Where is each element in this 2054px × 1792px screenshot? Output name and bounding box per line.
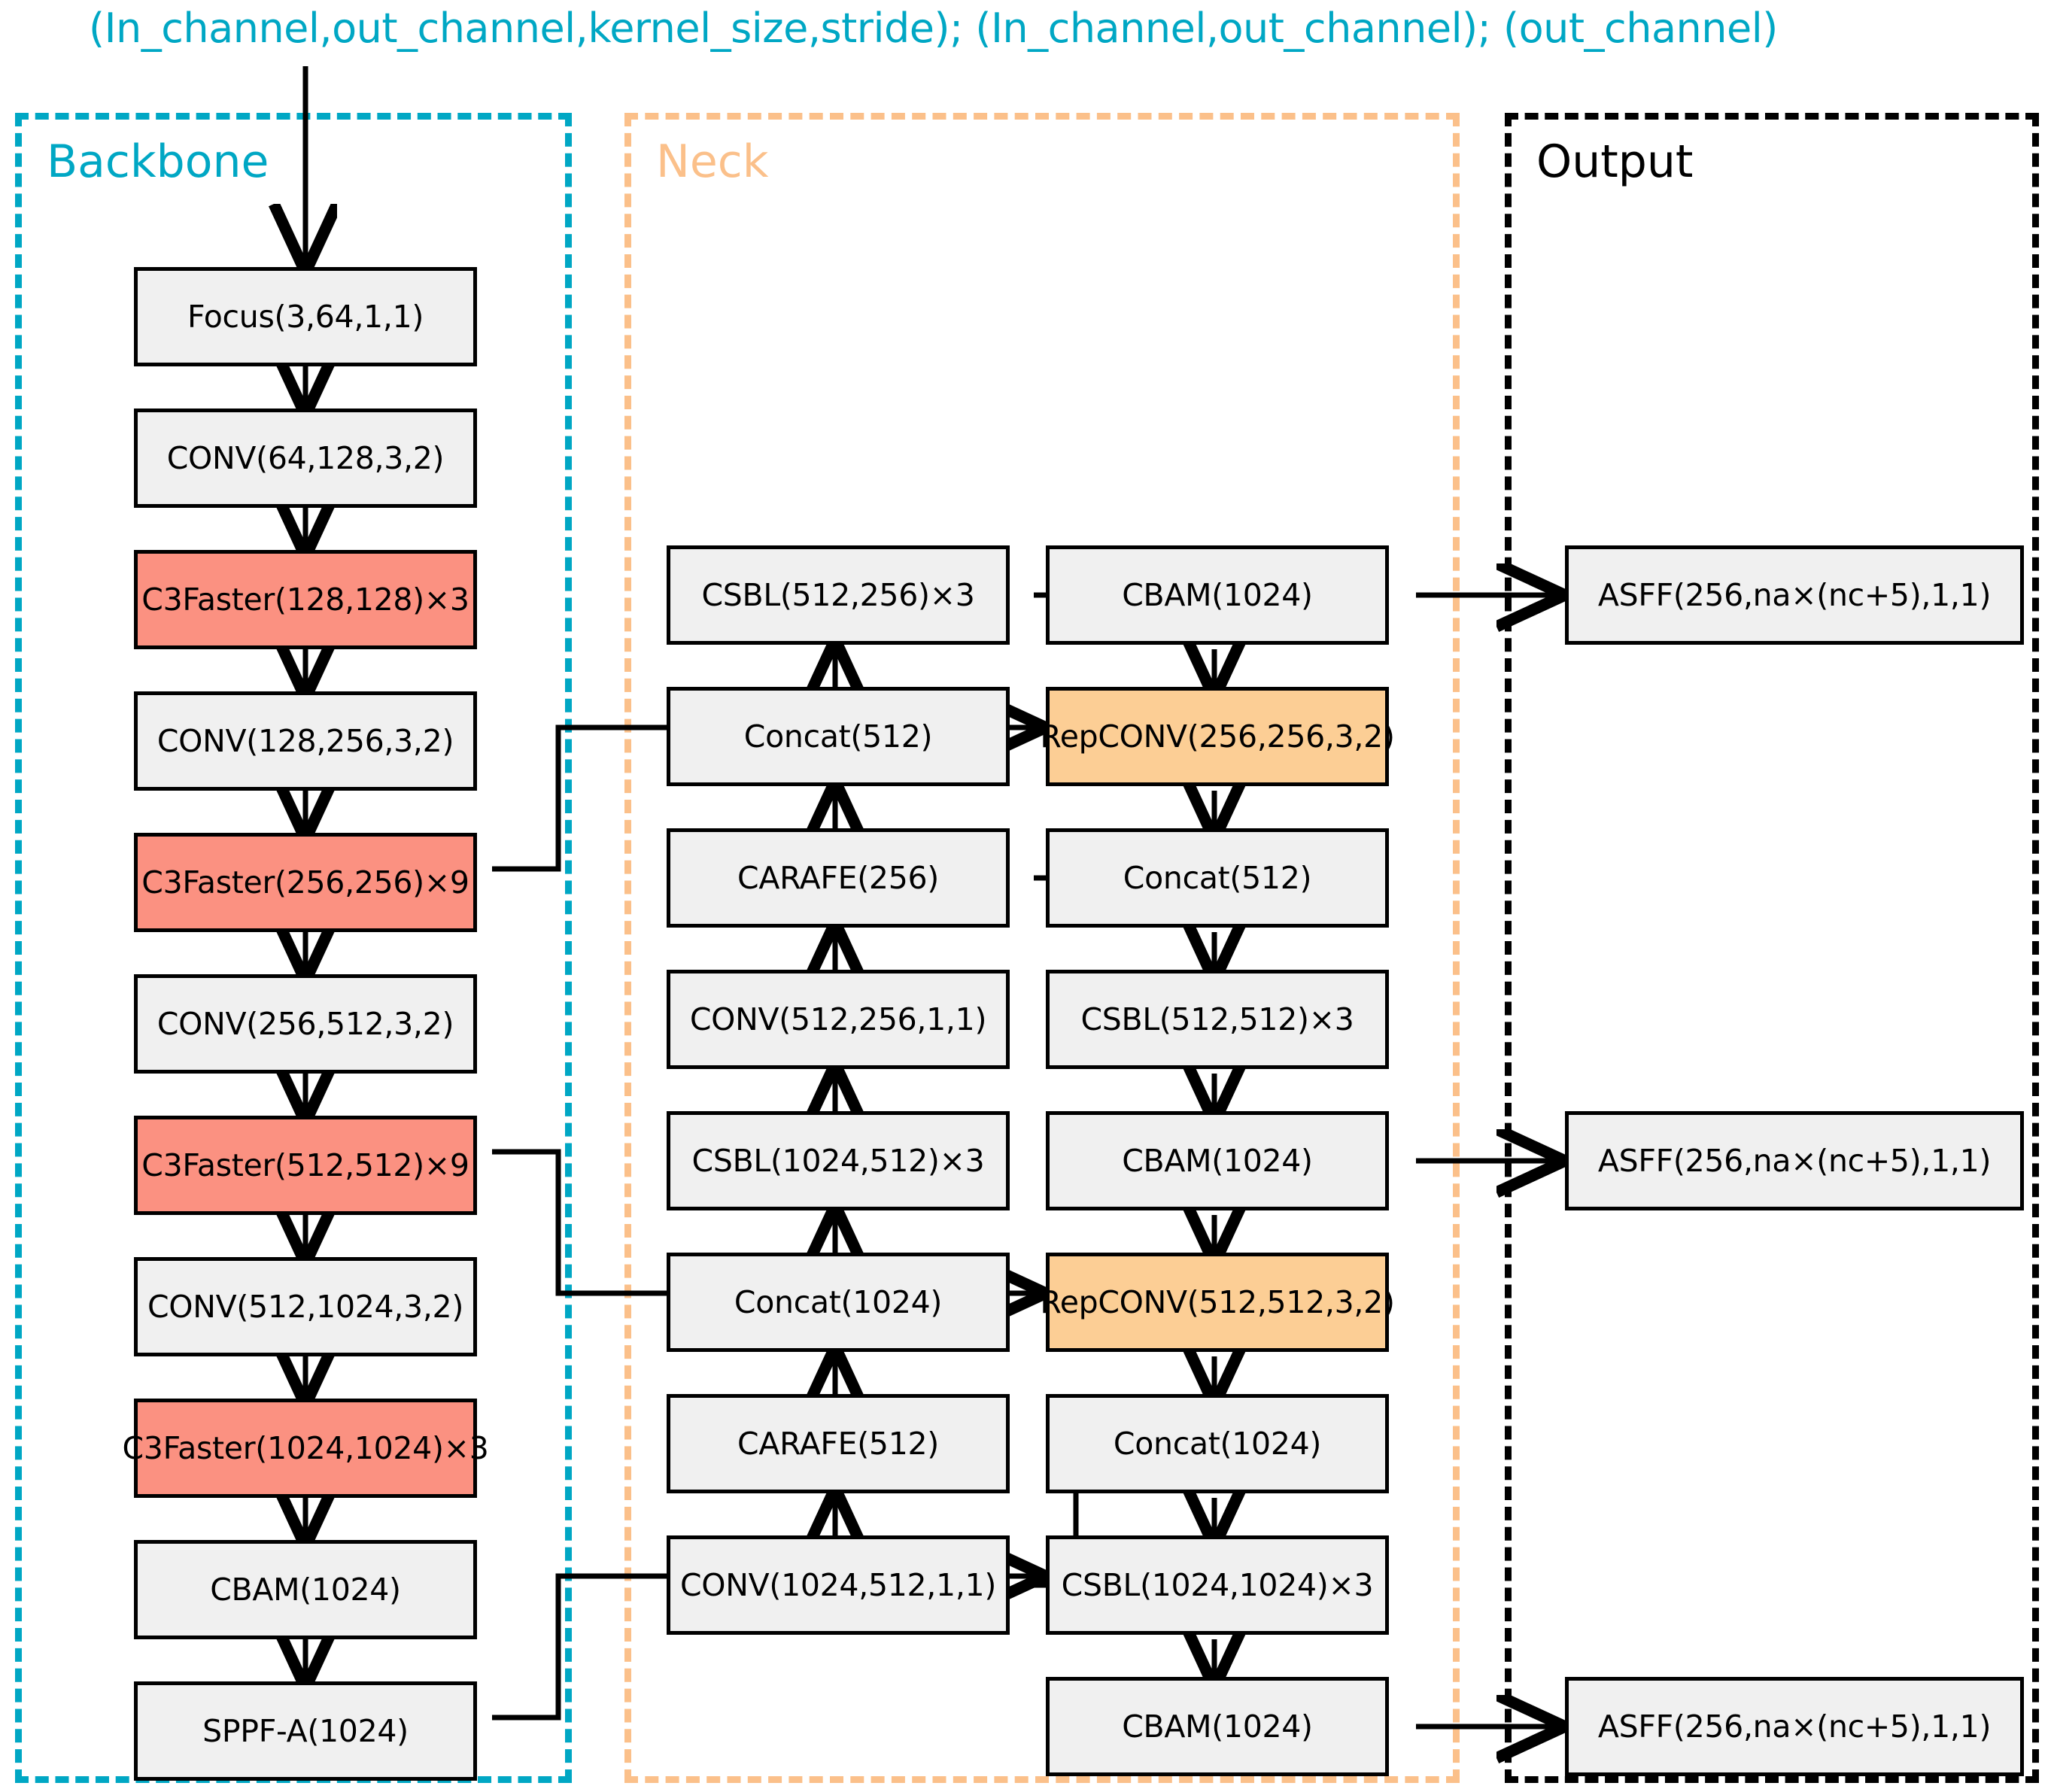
node-focus[interactable]: Focus(3,64,1,1): [134, 267, 477, 366]
node-sppf-a[interactable]: SPPF-A(1024): [134, 1681, 477, 1781]
node-label: RepCONV(256,256,3,2): [1040, 718, 1395, 755]
node-label: Concat(512): [743, 718, 933, 755]
node-c3faster-512[interactable]: C3Faster(512,512)×9: [134, 1116, 477, 1215]
node-concat-1024-right[interactable]: Concat(1024): [1046, 1394, 1389, 1493]
node-label: CONV(64,128,3,2): [166, 440, 445, 476]
node-c3faster-256[interactable]: C3Faster(256,256)×9: [134, 833, 477, 932]
node-label: CBAM(1024): [210, 1572, 401, 1608]
node-csbl-512-512[interactable]: CSBL(512,512)×3: [1046, 970, 1389, 1069]
node-asff-2[interactable]: ASFF(256,na×(nc+5),1,1): [1565, 1111, 2024, 1210]
node-label: Concat(1024): [734, 1284, 943, 1320]
node-label: CARAFE(256): [737, 860, 939, 896]
node-conv-256-512[interactable]: CONV(256,512,3,2): [134, 974, 477, 1074]
node-carafe-256[interactable]: CARAFE(256): [667, 828, 1010, 928]
node-asff-1[interactable]: ASFF(256,na×(nc+5),1,1): [1565, 545, 2024, 645]
node-csbl-1024-1024[interactable]: CSBL(1024,1024)×3: [1046, 1535, 1389, 1635]
node-label: SPPF-A(1024): [202, 1713, 409, 1749]
node-label: C3Faster(128,128)×3: [141, 582, 469, 618]
node-concat-512-right[interactable]: Concat(512): [1046, 828, 1389, 928]
node-conv-512-256[interactable]: CONV(512,256,1,1): [667, 970, 1010, 1069]
node-label: C3Faster(1024,1024)×3: [122, 1430, 489, 1466]
node-concat-1024-left[interactable]: Concat(1024): [667, 1253, 1010, 1352]
node-label: CSBL(1024,1024)×3: [1061, 1567, 1374, 1603]
node-c3faster-1024[interactable]: C3Faster(1024,1024)×3: [122, 1399, 489, 1498]
node-label: CBAM(1024): [1122, 1708, 1313, 1745]
node-repconv-512[interactable]: RepCONV(512,512,3,2): [1040, 1253, 1395, 1352]
group-label-neck: Neck: [656, 135, 769, 188]
node-label: RepCONV(512,512,3,2): [1040, 1284, 1395, 1320]
node-conv-64-128[interactable]: CONV(64,128,3,2): [134, 409, 477, 508]
node-label: CONV(1024,512,1,1): [679, 1567, 997, 1603]
node-carafe-512[interactable]: CARAFE(512): [667, 1394, 1010, 1493]
node-label: CSBL(512,256)×3: [701, 577, 975, 613]
node-conv-128-256[interactable]: CONV(128,256,3,2): [134, 691, 477, 791]
node-label: CONV(512,256,1,1): [689, 1001, 987, 1037]
group-output: [1505, 113, 2039, 1783]
node-label: C3Faster(512,512)×9: [141, 1147, 469, 1183]
node-label: Concat(512): [1123, 860, 1312, 896]
node-label: Focus(3,64,1,1): [187, 299, 424, 335]
node-cbam-neck-3[interactable]: CBAM(1024): [1046, 1677, 1389, 1776]
node-label: C3Faster(256,256)×9: [141, 864, 469, 901]
node-label: Concat(1024): [1113, 1426, 1322, 1462]
legend-caption: (In_channel,out_channel,kernel_size,stri…: [89, 5, 1778, 52]
node-label: CONV(256,512,3,2): [156, 1006, 454, 1042]
node-cbam-neck-2[interactable]: CBAM(1024): [1046, 1111, 1389, 1210]
node-cbam-neck-1[interactable]: CBAM(1024): [1046, 545, 1389, 645]
node-label: CBAM(1024): [1122, 1143, 1313, 1179]
node-conv-512-1024[interactable]: CONV(512,1024,3,2): [134, 1257, 477, 1356]
node-label: ASFF(256,na×(nc+5),1,1): [1597, 1143, 1992, 1179]
node-conv-1024-512[interactable]: CONV(1024,512,1,1): [667, 1535, 1010, 1635]
node-csbl-1024-512[interactable]: CSBL(1024,512)×3: [667, 1111, 1010, 1210]
node-label: CONV(512,1024,3,2): [147, 1289, 464, 1325]
node-c3faster-128[interactable]: C3Faster(128,128)×3: [134, 550, 477, 649]
node-label: CSBL(1024,512)×3: [691, 1143, 985, 1179]
node-label: CARAFE(512): [737, 1426, 939, 1462]
node-label: ASFF(256,na×(nc+5),1,1): [1597, 577, 1992, 613]
node-label: ASFF(256,na×(nc+5),1,1): [1597, 1708, 1992, 1745]
node-asff-3[interactable]: ASFF(256,na×(nc+5),1,1): [1565, 1677, 2024, 1776]
node-label: CONV(128,256,3,2): [156, 723, 454, 759]
node-cbam-backbone[interactable]: CBAM(1024): [134, 1540, 477, 1639]
node-csbl-512-256[interactable]: CSBL(512,256)×3: [667, 545, 1010, 645]
group-neck: [624, 113, 1460, 1783]
node-label: CBAM(1024): [1122, 577, 1313, 613]
node-repconv-256[interactable]: RepCONV(256,256,3,2): [1040, 687, 1395, 786]
node-label: CSBL(512,512)×3: [1080, 1001, 1354, 1037]
group-label-backbone: Backbone: [47, 135, 269, 188]
node-concat-512-left[interactable]: Concat(512): [667, 687, 1010, 786]
group-label-output: Output: [1536, 135, 1694, 188]
